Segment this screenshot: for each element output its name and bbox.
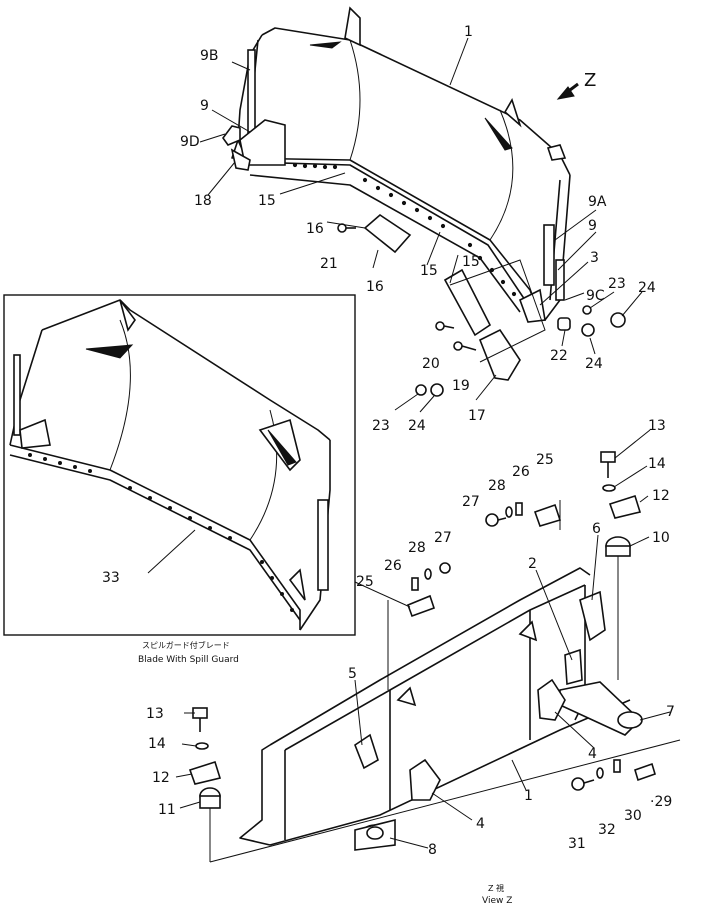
view-caption-en: View Z bbox=[482, 896, 512, 905]
label-25-mid: 25 bbox=[356, 574, 374, 590]
label-12-right: 12 bbox=[652, 488, 670, 504]
label-23-b: 23 bbox=[372, 418, 390, 434]
label-12-left: 12 bbox=[152, 770, 170, 786]
inset-caption-jp: スピルガード付ブレード bbox=[142, 640, 230, 650]
z-view-arrow bbox=[556, 82, 579, 100]
label-9A: 9A bbox=[588, 194, 607, 210]
label-18: 18 bbox=[194, 193, 212, 209]
label-24-b: 24 bbox=[585, 356, 603, 372]
label-27-mid: 27 bbox=[434, 530, 452, 546]
label-30: 30 bbox=[624, 808, 642, 824]
view-caption-jp: Z 視 bbox=[488, 884, 504, 893]
label-6: 6 bbox=[592, 521, 601, 537]
leader-lines bbox=[147, 37, 681, 863]
label-9D: 9D bbox=[180, 134, 200, 150]
label-9B: 9B bbox=[200, 48, 219, 64]
inset-holes bbox=[28, 453, 294, 612]
cutting-edge-holes-top bbox=[292, 162, 517, 297]
label-29: ·29 bbox=[650, 794, 672, 810]
label-z-arrow: Z bbox=[584, 70, 596, 91]
label-15-a: 15 bbox=[258, 193, 276, 209]
label-32: 32 bbox=[598, 822, 616, 838]
label-15-c: 15 bbox=[462, 254, 480, 270]
label-17: 17 bbox=[468, 408, 486, 424]
label-8: 8 bbox=[428, 842, 437, 858]
label-5: 5 bbox=[348, 666, 357, 682]
top-blade bbox=[222, 6, 571, 323]
label-19: 19 bbox=[452, 378, 470, 394]
spill-guard-inset bbox=[3, 294, 356, 636]
label-16-a: 16 bbox=[306, 221, 324, 237]
label-14-right: 14 bbox=[648, 456, 666, 472]
label-11: 11 bbox=[158, 802, 176, 818]
label-26-top: 26 bbox=[512, 464, 530, 480]
label-21: 21 bbox=[320, 256, 338, 272]
label-9: 9 bbox=[200, 98, 209, 114]
label-24-a: 24 bbox=[638, 280, 656, 296]
label-9C: 9C bbox=[586, 288, 605, 304]
label-24-c: 24 bbox=[408, 418, 426, 434]
label-13-left: 13 bbox=[146, 706, 164, 722]
label-15-b: 15 bbox=[420, 263, 438, 279]
label-13-right: 13 bbox=[648, 418, 666, 434]
inset-caption-en: Blade With Spill Guard bbox=[138, 655, 239, 665]
label-10: 10 bbox=[652, 530, 670, 546]
label-14-left: 14 bbox=[148, 736, 166, 752]
label-23-a: 23 bbox=[608, 276, 626, 292]
label-25-top: 25 bbox=[536, 452, 554, 468]
label-7: 7 bbox=[666, 704, 675, 720]
label-4-right: 4 bbox=[588, 746, 597, 762]
top-hardware bbox=[337, 213, 626, 397]
label-2: 2 bbox=[528, 556, 537, 572]
label-1-top: 1 bbox=[464, 24, 473, 40]
label-33: 33 bbox=[102, 570, 120, 586]
label-27-top: 27 bbox=[462, 494, 480, 510]
label-26-mid: 26 bbox=[384, 558, 402, 574]
rear-blade-view bbox=[239, 567, 643, 851]
label-28-mid: 28 bbox=[408, 540, 426, 556]
label-3: 3 bbox=[590, 250, 599, 266]
label-28-top: 28 bbox=[488, 478, 506, 494]
callouts: 1 9B 9 9D 18 15 16 21 16 15 15 9A 9 3 23… bbox=[102, 24, 675, 858]
label-9-right: 9 bbox=[588, 218, 597, 234]
label-22: 22 bbox=[550, 348, 568, 364]
label-16-b: 16 bbox=[366, 279, 384, 295]
label-20: 20 bbox=[422, 356, 440, 372]
label-4-left: 4 bbox=[476, 816, 485, 832]
label-31: 31 bbox=[568, 836, 586, 852]
label-1-bottom: 1 bbox=[524, 788, 533, 804]
